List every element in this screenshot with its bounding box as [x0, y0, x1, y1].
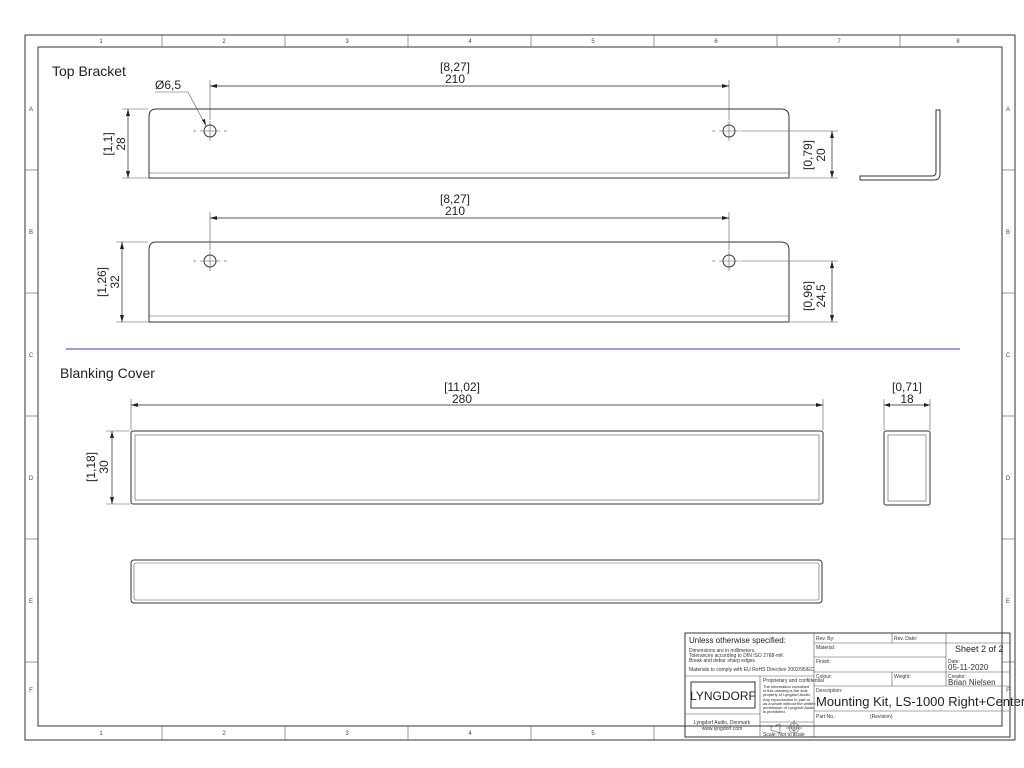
zone-row-f: F — [29, 688, 33, 694]
zone-row-f-right: F — [1006, 688, 1010, 694]
zone-col-8: 8 — [956, 39, 960, 45]
tb-proprietary-1: The information contained — [763, 684, 809, 689]
tb-website: www.lyngdorf.com — [702, 726, 743, 732]
dim-cover-width-in: [11,02] — [444, 380, 480, 394]
dim-bracket2-width-mm: 210 — [445, 204, 465, 218]
tb-proprietary-7: is prohibited. — [763, 709, 786, 714]
tb-date-value: 05-11-2020 — [948, 663, 989, 672]
section-title-top-bracket: Top Bracket — [52, 63, 126, 79]
section-title-blanking-cover: Blanking Cover — [60, 365, 155, 381]
outer-border — [24, 34, 1016, 741]
zone-row-c-right: C — [1006, 353, 1011, 359]
tb-description-label: Description: — [816, 688, 842, 694]
bracket-2-dimensions: [8,27] 210 [1,26] 32 [0,96] 24,5 — [95, 192, 838, 323]
tb-weight-label: Weight: — [894, 674, 911, 680]
zone-columns-top: 1 2 3 4 5 6 7 8 — [99, 35, 960, 47]
tb-proprietary-2: in this drawing is the sole — [763, 688, 808, 693]
zone-row-b-right: B — [1006, 230, 1010, 236]
dim-bracket1-hole-in: [0,79] — [801, 140, 815, 170]
tb-finish-label: Finish: — [816, 659, 831, 665]
projection-symbol-icon — [770, 720, 802, 736]
zone-col-5: 5 — [591, 39, 595, 45]
tb-rev-by-label: Rev. By: — [816, 636, 835, 642]
tb-date-label: Date: — [948, 659, 960, 665]
tb-notes-1: Dimensions are in millimeters. — [689, 648, 756, 654]
zone-row-c: C — [29, 353, 34, 359]
zone-row-e-right: E — [1006, 599, 1010, 605]
tb-material-label: Material: — [816, 645, 835, 651]
dim-cover-depth-mm: 18 — [900, 392, 914, 406]
zone-row-a-right: A — [1006, 107, 1010, 113]
tb-creator-label: Creator: — [948, 674, 966, 680]
zone-row-e: E — [29, 599, 33, 605]
inner-border — [37, 46, 1003, 727]
tb-proprietary-5: as a whole without the written — [763, 701, 815, 706]
dim-bracket2-width-in: [8,27] — [440, 192, 470, 206]
cover-side-view: [0,71] 18 — [883, 380, 931, 506]
zone-col-2: 2 — [222, 39, 226, 45]
cover-dimensions: [11,02] 280 [1,18] 30 — [84, 380, 824, 505]
dim-hole-diameter: Ø6,5 — [155, 78, 181, 92]
tb-company: Lyngdorf Audio, Denmark — [694, 720, 751, 726]
dim-bracket2-hole-mm: 24,5 — [814, 284, 828, 308]
tb-notes-4: Materials to comply with EU RoHS Directi… — [689, 667, 814, 673]
bracket-2-front-view — [148, 241, 790, 323]
bracket-1-front-view — [148, 108, 790, 179]
zone-row-d-right: D — [1006, 476, 1011, 482]
zone-col-4: 4 — [468, 39, 472, 45]
title-block: Unless otherwise specified: Dimensions a… — [684, 632, 1024, 738]
zone-col-3: 3 — [345, 39, 349, 45]
tb-notes-3: Break and debur sharp edges — [689, 658, 755, 664]
dim-bracket1-width-in: [8,27] — [440, 60, 470, 74]
zone-columns-bottom: 1 2 3 4 5 — [99, 726, 655, 740]
tb-revision-label: (Revision) — [870, 714, 893, 720]
tb-notes-2: Tolerances according to DIN ISO 2768-mK — [689, 653, 784, 659]
dim-bracket2-height-mm: 32 — [108, 275, 122, 289]
bracket-1-dimensions: [8,27] 210 Ø6,5 [1,1] 28 [0,79] 20 — [101, 60, 838, 179]
dim-bracket2-hole-in: [0,96] — [801, 281, 815, 311]
tb-unless-specified: Unless otherwise specified: — [689, 636, 786, 645]
dim-cover-height-in: [1,18] — [84, 452, 98, 482]
tb-sheet: Sheet 2 of 2 — [955, 644, 1004, 654]
dim-bracket1-hole-mm: 20 — [814, 148, 828, 162]
tb-description-value: Mounting Kit, LS-1000 Right+Center — [816, 694, 1024, 709]
zone-col-1: 1 — [99, 39, 103, 45]
zone-col-5-bottom: 5 — [591, 731, 595, 737]
tb-proprietary-6: permission of Lyngdorf Audio — [763, 705, 815, 710]
dim-cover-depth-in: [0,71] — [892, 380, 922, 394]
zone-row-d: D — [29, 476, 34, 482]
zone-col-2-bottom: 2 — [222, 731, 226, 737]
bracket-side-profile — [859, 109, 941, 181]
zone-row-a: A — [29, 107, 33, 113]
cover-top-view — [130, 559, 823, 604]
tb-rev-date-label: Rev. Date: — [894, 636, 917, 642]
cover-front-view — [130, 430, 824, 505]
lyngdorf-logo — [690, 681, 756, 709]
tb-proprietary-title: Proprietary and confidential — [763, 678, 824, 684]
dim-cover-height-mm: 30 — [97, 460, 111, 474]
zone-col-4-bottom: 4 — [468, 731, 472, 737]
zone-col-6: 6 — [714, 39, 718, 45]
zone-col-3-bottom: 3 — [345, 731, 349, 737]
tb-scale: Scale: Not to scale — [763, 732, 805, 738]
zone-row-b: B — [29, 230, 33, 236]
dim-bracket2-height-in: [1,26] — [95, 267, 109, 297]
dim-bracket1-width-mm: 210 — [445, 72, 465, 86]
tb-proprietary-4: Any reproduction in part or — [763, 697, 811, 702]
tb-part-no-label: Part No.: — [816, 714, 836, 720]
tb-creator-value: Brian Nielsen — [948, 678, 996, 687]
zone-col-7: 7 — [837, 39, 841, 45]
dim-bracket1-height-in: [1,1] — [101, 132, 115, 155]
zone-rows-left: A B C D E F — [25, 107, 38, 694]
tb-proprietary-3: property of Lyngdorf Audio. — [763, 692, 811, 697]
zone-col-1-bottom: 1 — [99, 731, 103, 737]
tb-logo: LYNGDORF — [690, 689, 756, 703]
dim-bracket1-height-mm: 28 — [114, 137, 128, 151]
tb-colour-label: Colour: — [816, 674, 832, 680]
zone-rows-right: A B C D E F — [1002, 107, 1015, 694]
dim-cover-width-mm: 280 — [452, 392, 472, 406]
